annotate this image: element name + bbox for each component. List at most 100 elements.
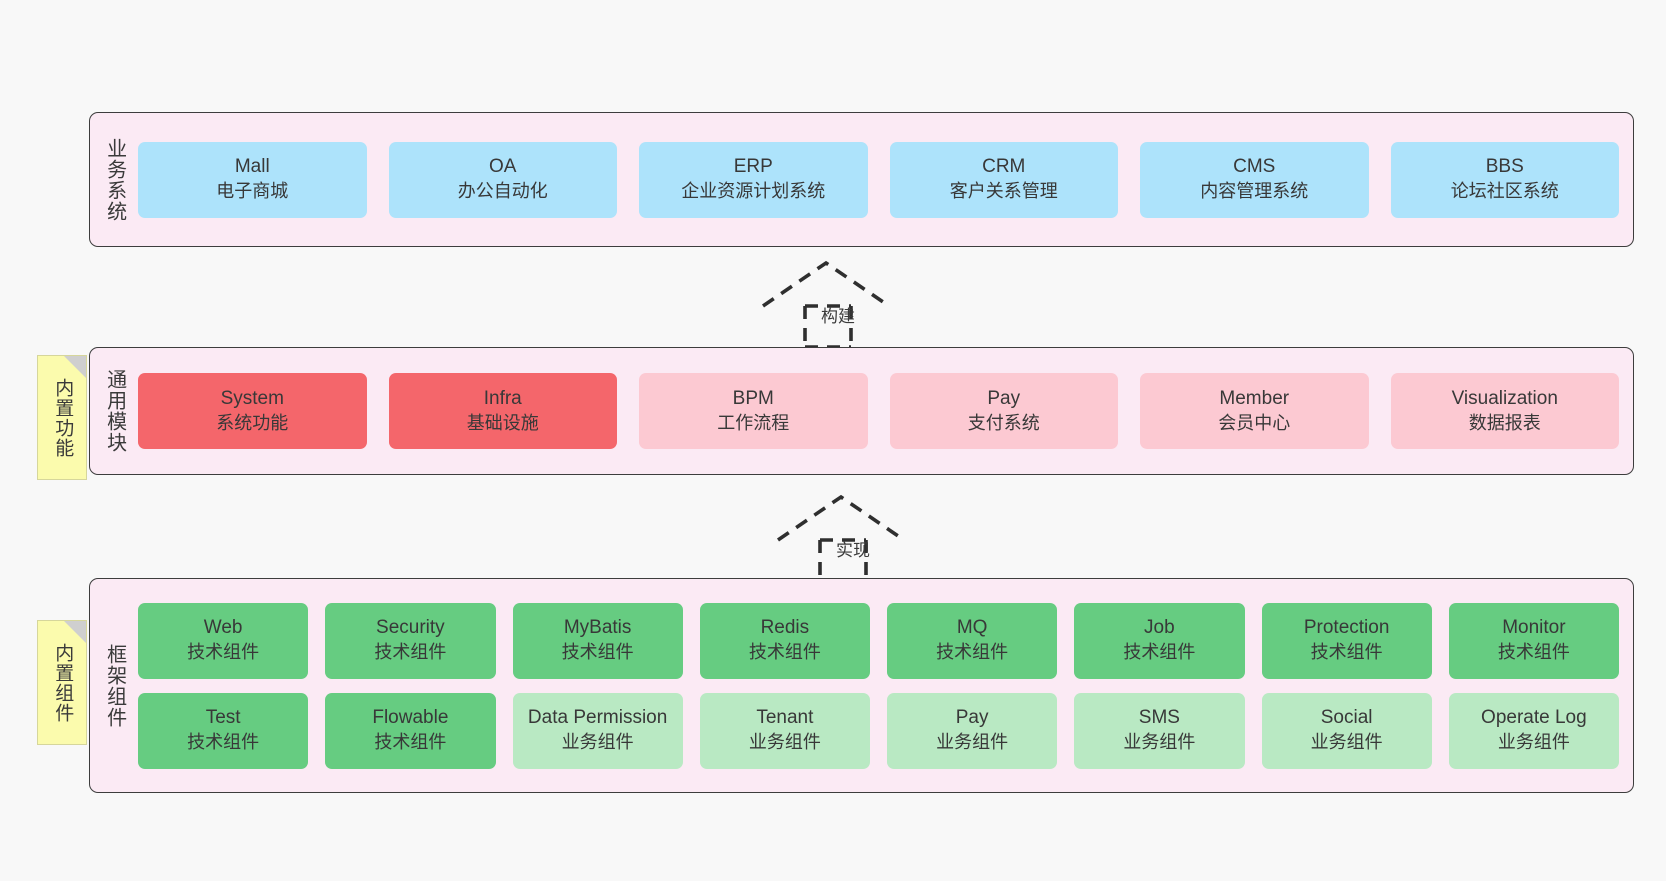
node-cn-label: 技术组件 bbox=[374, 732, 447, 753]
node-cn-label: 技术组件 bbox=[187, 732, 260, 753]
node-infra[interactable]: Infra 基础设施 bbox=[388, 373, 617, 449]
generalization-arrow-icon bbox=[761, 260, 891, 349]
node-redis[interactable]: Redis 技术组件 bbox=[699, 602, 870, 679]
node-cn-label: 技术组件 bbox=[748, 642, 821, 663]
node-cn-label: 技术组件 bbox=[936, 642, 1009, 663]
node-cn-label: 会员中心 bbox=[1218, 412, 1291, 433]
node-en-label: MyBatis bbox=[563, 617, 632, 639]
node-data-permission[interactable]: Data Permission 业务组件 bbox=[512, 692, 683, 769]
node-visualization[interactable]: Visualization 数据报表 bbox=[1390, 373, 1619, 449]
node-system[interactable]: System 系统功能 bbox=[138, 373, 367, 449]
node-en-label: Flowable bbox=[372, 707, 449, 729]
node-en-label: Protection bbox=[1303, 617, 1390, 639]
node-cn-label: 业务组件 bbox=[1310, 732, 1383, 753]
node-mall[interactable]: Mall 电子商城 bbox=[138, 141, 367, 218]
node-en-label: Test bbox=[205, 707, 241, 729]
node-monitor[interactable]: Monitor 技术组件 bbox=[1448, 602, 1619, 679]
node-bpm[interactable]: BPM 工作流程 bbox=[639, 373, 868, 449]
node-web[interactable]: Web 技术组件 bbox=[138, 602, 309, 679]
note-label: 内置组件 bbox=[52, 642, 74, 723]
node-en-label: Social bbox=[1320, 707, 1373, 729]
node-en-label: Operate Log bbox=[1481, 707, 1587, 729]
node-operate-log[interactable]: Operate Log 业务组件 bbox=[1448, 692, 1619, 769]
arrow-build: 构建 bbox=[761, 258, 913, 349]
node-mq[interactable]: MQ 技术组件 bbox=[887, 602, 1058, 679]
folded-corner-icon bbox=[64, 621, 86, 643]
node-en-label: Pay bbox=[987, 387, 1021, 409]
node-en-label: Pay bbox=[955, 707, 989, 729]
node-en-label: Mall bbox=[234, 156, 270, 178]
folded-corner-icon bbox=[64, 356, 86, 378]
node-cn-label: 系统功能 bbox=[216, 412, 289, 433]
node-en-label: Security bbox=[376, 617, 445, 639]
node-cn-label: 技术组件 bbox=[374, 642, 447, 663]
node-pay-module[interactable]: Pay 支付系统 bbox=[889, 373, 1118, 449]
node-pay-component[interactable]: Pay 业务组件 bbox=[887, 692, 1058, 769]
layer-body-business-systems: Mall 电子商城 OA 办公自动化 ERP 企业资源计划系统 CRM 客户关系… bbox=[138, 113, 1633, 246]
generalization-arrow-icon bbox=[776, 494, 906, 583]
node-en-label: MQ bbox=[956, 617, 988, 639]
node-en-label: Tenant bbox=[756, 707, 814, 729]
node-cn-label: 基础设施 bbox=[466, 412, 539, 433]
node-cn-label: 内容管理系统 bbox=[1200, 181, 1309, 202]
node-en-label: Infra bbox=[483, 387, 522, 409]
note-builtin-components: 内置组件 bbox=[37, 620, 87, 745]
node-en-label: Redis bbox=[760, 617, 810, 639]
arrow-implement: 实现 bbox=[776, 492, 928, 583]
node-cn-label: 业务组件 bbox=[1497, 732, 1570, 753]
node-test[interactable]: Test 技术组件 bbox=[138, 692, 309, 769]
node-cn-label: 业务组件 bbox=[561, 732, 634, 753]
node-protection[interactable]: Protection 技术组件 bbox=[1261, 602, 1432, 679]
node-member[interactable]: Member 会员中心 bbox=[1140, 373, 1369, 449]
layer-business-systems: 业务系统 Mall 电子商城 OA 办公自动化 ERP 企业资源计划系统 CRM… bbox=[89, 112, 1634, 247]
node-cn-label: 技术组件 bbox=[1310, 642, 1383, 663]
layer-title-business-systems: 业务系统 bbox=[103, 137, 126, 222]
layer-title-common-modules: 通用模块 bbox=[103, 369, 126, 453]
node-cn-label: 业务组件 bbox=[1123, 732, 1196, 753]
node-erp[interactable]: ERP 企业资源计划系统 bbox=[639, 141, 868, 218]
node-social[interactable]: Social 业务组件 bbox=[1261, 692, 1432, 769]
node-en-label: OA bbox=[489, 156, 517, 178]
node-en-label: System bbox=[220, 387, 284, 409]
node-crm[interactable]: CRM 客户关系管理 bbox=[889, 141, 1118, 218]
node-en-label: BBS bbox=[1485, 156, 1524, 178]
layer-framework-components: 框架组件 Web 技术组件 Security 技术组件 MyBatis 技术组件… bbox=[89, 578, 1634, 793]
node-sms[interactable]: SMS 业务组件 bbox=[1074, 692, 1245, 769]
node-cn-label: 支付系统 bbox=[967, 412, 1040, 433]
node-en-label: CRM bbox=[982, 156, 1026, 178]
layer-body-framework-components: Web 技术组件 Security 技术组件 MyBatis 技术组件 Redi… bbox=[138, 579, 1633, 792]
node-row: System 系统功能 Infra 基础设施 BPM 工作流程 Pay 支付系统… bbox=[138, 373, 1619, 449]
node-cn-label: 技术组件 bbox=[187, 642, 260, 663]
node-cn-label: 数据报表 bbox=[1468, 412, 1541, 433]
node-en-label: Web bbox=[203, 617, 243, 639]
node-flowable[interactable]: Flowable 技术组件 bbox=[325, 692, 496, 769]
node-cn-label: 企业资源计划系统 bbox=[681, 181, 826, 202]
node-security[interactable]: Security 技术组件 bbox=[325, 602, 496, 679]
node-oa[interactable]: OA 办公自动化 bbox=[388, 141, 617, 218]
layer-title-framework-components: 框架组件 bbox=[103, 643, 126, 728]
node-cn-label: 论坛社区系统 bbox=[1450, 181, 1559, 202]
node-cms[interactable]: CMS 内容管理系统 bbox=[1140, 141, 1369, 218]
node-bbs[interactable]: BBS 论坛社区系统 bbox=[1390, 141, 1619, 218]
node-cn-label: 业务组件 bbox=[936, 732, 1009, 753]
node-mybatis[interactable]: MyBatis 技术组件 bbox=[512, 602, 683, 679]
node-en-label: Job bbox=[1144, 617, 1175, 639]
node-row: Test 技术组件 Flowable 技术组件 Data Permission … bbox=[138, 692, 1619, 769]
note-label: 内置功能 bbox=[52, 377, 74, 458]
node-cn-label: 技术组件 bbox=[1123, 642, 1196, 663]
layer-body-common-modules: System 系统功能 Infra 基础设施 BPM 工作流程 Pay 支付系统… bbox=[138, 348, 1633, 474]
node-cn-label: 技术组件 bbox=[1497, 642, 1570, 663]
note-builtin-features: 内置功能 bbox=[37, 355, 87, 480]
node-job[interactable]: Job 技术组件 bbox=[1074, 602, 1245, 679]
node-en-label: Member bbox=[1219, 387, 1290, 409]
node-cn-label: 客户关系管理 bbox=[949, 181, 1058, 202]
node-row: Mall 电子商城 OA 办公自动化 ERP 企业资源计划系统 CRM 客户关系… bbox=[138, 141, 1619, 218]
node-tenant[interactable]: Tenant 业务组件 bbox=[699, 692, 870, 769]
node-en-label: SMS bbox=[1138, 707, 1180, 729]
node-en-label: BPM bbox=[732, 387, 774, 409]
node-cn-label: 业务组件 bbox=[748, 732, 821, 753]
layer-common-modules: 通用模块 System 系统功能 Infra 基础设施 BPM 工作流程 Pay… bbox=[89, 347, 1634, 475]
node-cn-label: 电子商城 bbox=[216, 181, 289, 202]
node-en-label: Monitor bbox=[1502, 617, 1566, 639]
